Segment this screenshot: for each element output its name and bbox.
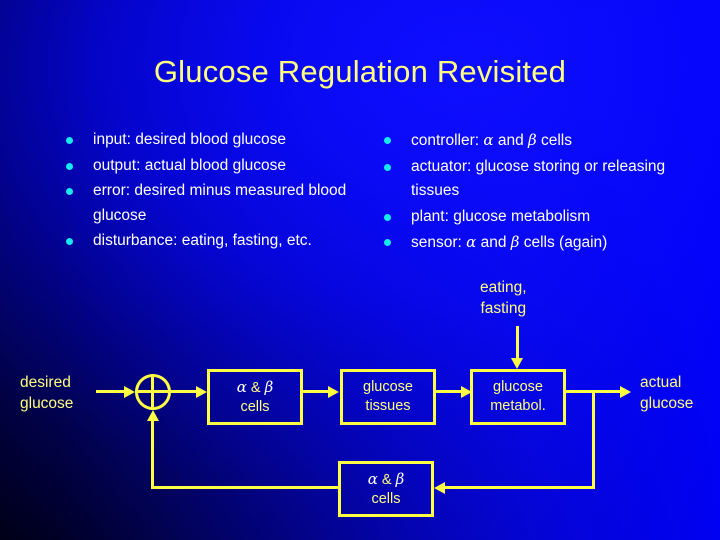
greek-beta-glyph: β — [510, 233, 520, 251]
ampersand: & — [246, 379, 265, 396]
ampersand: & — [377, 471, 396, 488]
bullet-dot-icon — [66, 188, 73, 195]
block-sensor[interactable]: α & β cells — [338, 461, 434, 517]
list-item-label: plant: glucose metabolism — [411, 207, 591, 225]
block-plant-line1: glucose — [493, 379, 543, 395]
block-plant-line2: metabol. — [490, 398, 546, 414]
controller-to-actuator-head-icon — [328, 385, 339, 398]
list-item: input: desired blood glucose — [60, 128, 380, 153]
bullet-dot-icon — [384, 137, 391, 144]
greek-alpha-glyph: α — [236, 377, 247, 396]
block-sensor-line1: α & β — [368, 470, 405, 490]
output-label-line2: glucose — [640, 395, 694, 412]
greek-beta-glyph: β — [395, 469, 405, 488]
block-controller-line1: α & β — [237, 378, 274, 398]
bullet-dot-icon — [384, 239, 391, 246]
disturbance-label-line1: eating, — [480, 279, 527, 296]
input-label-line2: glucose — [20, 395, 74, 412]
list-item: plant: glucose metabolism — [378, 205, 708, 230]
block-plant[interactable]: glucose metabol. — [470, 369, 566, 425]
list-item-label: controller: α and β cells — [411, 128, 708, 154]
greek-alpha-glyph: α — [367, 469, 378, 488]
greek-alpha-glyph: α — [483, 131, 494, 149]
actuator-to-plant-head-icon — [461, 385, 472, 398]
list-item: output: actual blood glucose — [60, 154, 380, 179]
input-arrow-shaft — [96, 390, 126, 393]
summing-junction-cross-vertical — [151, 374, 154, 410]
error-arrow-head-icon — [196, 385, 207, 398]
feedback-into-summing-head-icon — [147, 410, 159, 421]
bullet-list-right: controller: α and β cells actuator: gluc… — [378, 128, 708, 257]
output-arrow-shaft — [566, 390, 628, 393]
list-item: error: desired minus measured blood gluc… — [60, 179, 380, 228]
controller-to-actuator-shaft — [303, 390, 331, 393]
greek-beta-glyph: β — [528, 131, 537, 149]
bullet-dot-icon — [66, 238, 73, 245]
feedback-top-horizontal — [444, 486, 595, 489]
block-controller[interactable]: α & β cells — [207, 369, 303, 425]
input-arrow-head-icon — [124, 385, 135, 398]
block-controller-line2: cells — [240, 398, 270, 415]
input-label-line1: desired — [20, 374, 71, 391]
list-item-label: actuator: glucose storing or releasing t… — [411, 157, 666, 200]
block-actuator-line2: tissues — [365, 398, 411, 414]
list-item-label: input: desired blood glucose — [93, 131, 287, 148]
disturbance-label: eating, fasting — [480, 277, 527, 319]
disturbance-arrow-shaft — [516, 326, 519, 362]
bullet-dot-icon — [384, 213, 391, 221]
bullet-dot-icon — [384, 163, 391, 171]
feedback-tap-vertical — [592, 390, 595, 488]
output-arrow-head-icon — [620, 385, 631, 398]
error-arrow-shaft — [171, 390, 199, 393]
list-item-text-mid: and — [476, 234, 511, 251]
feedback-return-horizontal — [152, 486, 341, 489]
feedback-return-vertical — [151, 418, 154, 489]
list-item-label: error: desired minus measured blood gluc… — [93, 182, 347, 224]
output-label: actual glucose — [640, 372, 693, 414]
feedback-into-sensor-head-icon — [434, 481, 445, 494]
list-item-label: output: actual blood glucose — [93, 156, 287, 174]
bullet-dot-icon — [66, 137, 73, 144]
actuator-to-plant-shaft — [436, 390, 464, 393]
list-item-text-mid: and — [493, 132, 528, 149]
output-label-line1: actual — [640, 374, 682, 391]
list-item: controller: α and β cells — [378, 128, 708, 154]
block-sensor-line2: cells — [371, 490, 401, 507]
page-title: Glucose Regulation Revisited — [153, 54, 567, 89]
list-item: disturbance: eating, fasting, etc. — [60, 229, 380, 254]
bullet-list-left: input: desired blood glucose output: act… — [60, 128, 380, 255]
list-item-label: disturbance: eating, fasting, etc. — [93, 232, 312, 249]
bullet-dot-icon — [66, 162, 73, 170]
input-label: desired glucose — [20, 372, 73, 414]
list-item-text-post: cells (again) — [519, 234, 608, 251]
greek-alpha-glyph: α — [466, 233, 477, 251]
list-item-text-post: cells — [536, 132, 572, 149]
block-actuator[interactable]: glucose tissues — [340, 369, 436, 425]
greek-beta-glyph: β — [264, 377, 274, 396]
list-item: sensor: α and β cells (again) — [378, 230, 708, 256]
list-item-text-pre: sensor: — [411, 234, 467, 251]
disturbance-label-line2: fasting — [480, 300, 527, 317]
block-actuator-line1: glucose — [363, 379, 413, 395]
disturbance-arrow-head-icon — [511, 358, 523, 369]
list-item-text-pre: controller: — [411, 132, 484, 149]
list-item: actuator: glucose storing or releasing t… — [378, 155, 708, 204]
list-item-label: sensor: α and β cells (again) — [411, 230, 708, 256]
